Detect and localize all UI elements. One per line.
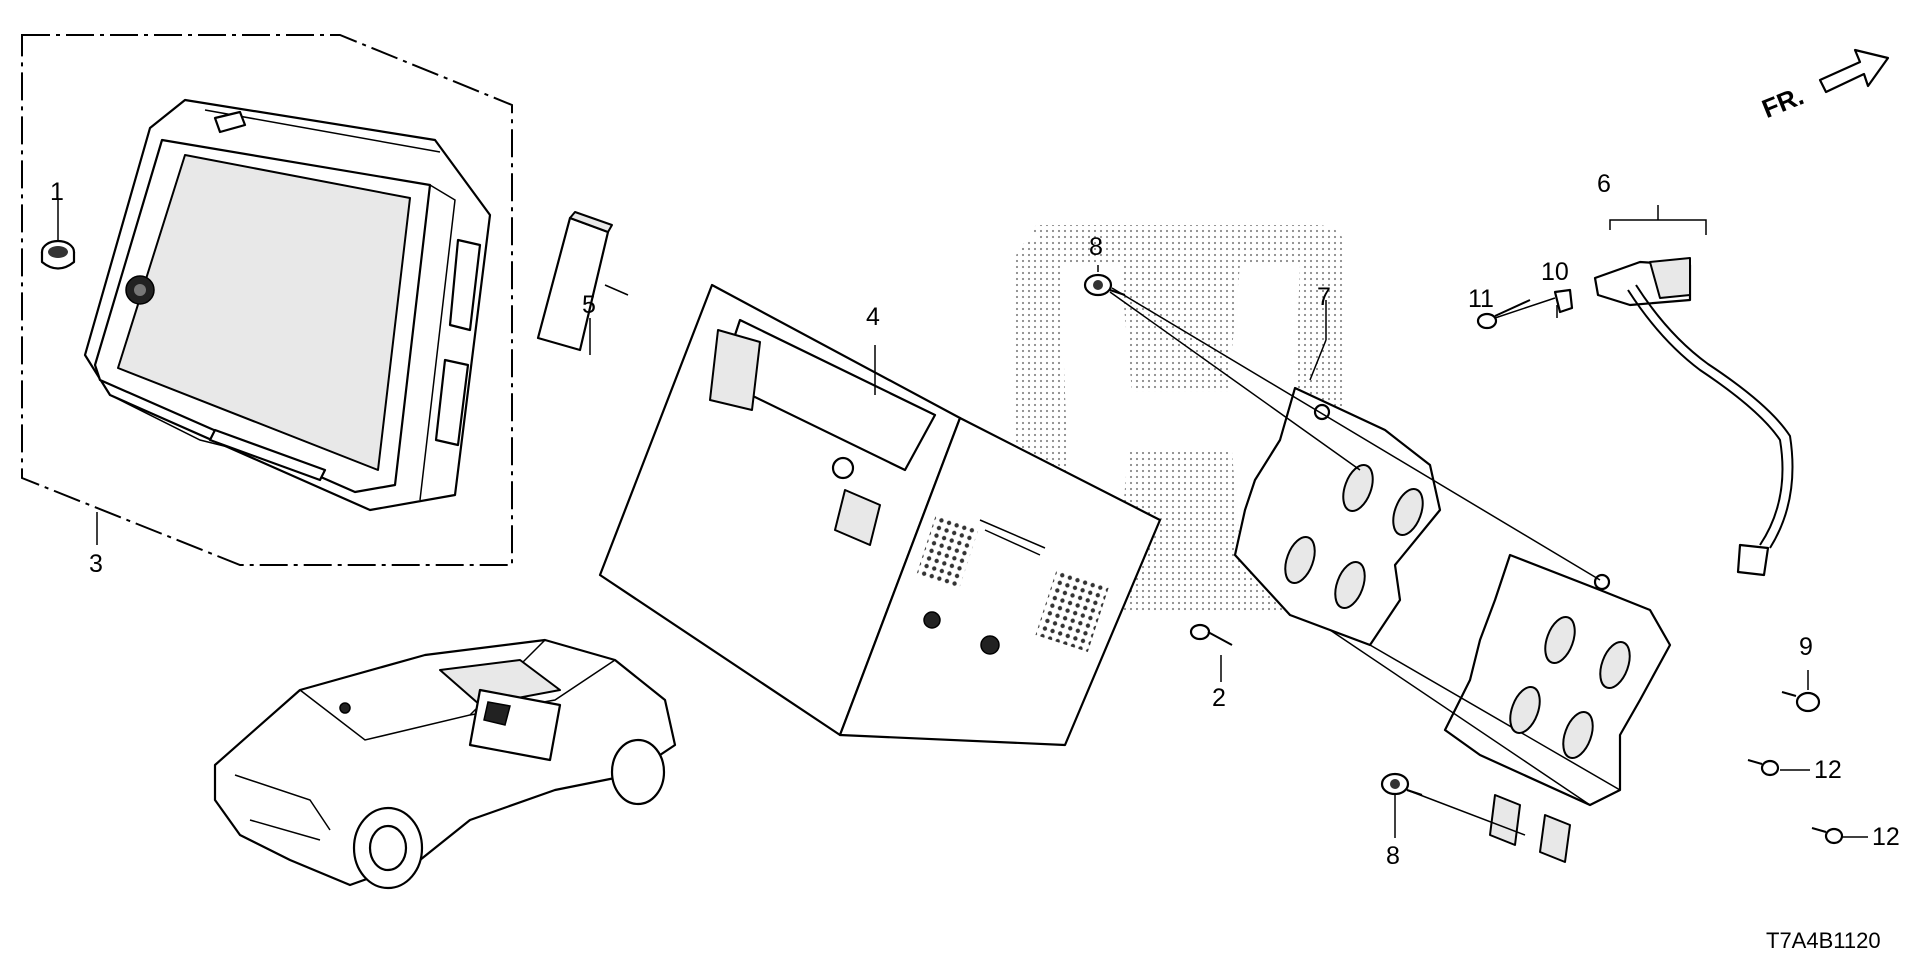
screw-parts — [1083, 273, 1844, 845]
callout-6: 6 — [1597, 170, 1611, 198]
leader-lines — [57, 200, 1868, 838]
callout-3: 3 — [89, 550, 103, 578]
screw-item-12-lower — [1811, 827, 1844, 845]
callout-4: 4 — [866, 303, 880, 331]
callout-10: 10 — [1541, 258, 1569, 286]
direction-label: FR. — [1758, 80, 1808, 124]
knob-part — [40, 239, 76, 270]
cable-part — [1593, 257, 1794, 577]
screw-item-11 — [1476, 299, 1531, 330]
callout-12-upper: 12 — [1814, 756, 1842, 784]
bolt-item-8-upper — [1083, 273, 1126, 297]
display-kit-boundary — [21, 34, 513, 566]
diagram-code: T7A4B1120 — [1766, 928, 1881, 953]
screw-item-12-upper — [1747, 759, 1780, 777]
callout-2: 2 — [1212, 684, 1226, 712]
callout-labels: 1 2 3 4 5 6 7 8 8 9 10 11 12 12 — [50, 170, 1900, 870]
callout-5: 5 — [582, 291, 596, 319]
bracket-part — [1233, 386, 1672, 863]
audio-unit-board — [598, 283, 1162, 747]
callout-12-lower: 12 — [1872, 823, 1900, 851]
vehicle-location-view — [213, 638, 677, 890]
screw-item-2 — [1189, 623, 1233, 646]
clip-part — [1553, 288, 1574, 314]
bolt-item-9 — [1781, 691, 1821, 713]
callout-7: 7 — [1317, 283, 1331, 311]
callout-1: 1 — [50, 178, 64, 206]
callout-11: 11 — [1468, 285, 1494, 313]
front-direction-indicator: FR. — [1758, 48, 1890, 124]
module-part — [536, 211, 629, 352]
callout-8-upper: 8 — [1089, 233, 1103, 261]
bolt-item-8-lower — [1380, 772, 1423, 796]
callout-8-lower: 8 — [1386, 842, 1400, 870]
callout-9: 9 — [1799, 633, 1813, 661]
display-unit-assembly — [83, 98, 492, 512]
